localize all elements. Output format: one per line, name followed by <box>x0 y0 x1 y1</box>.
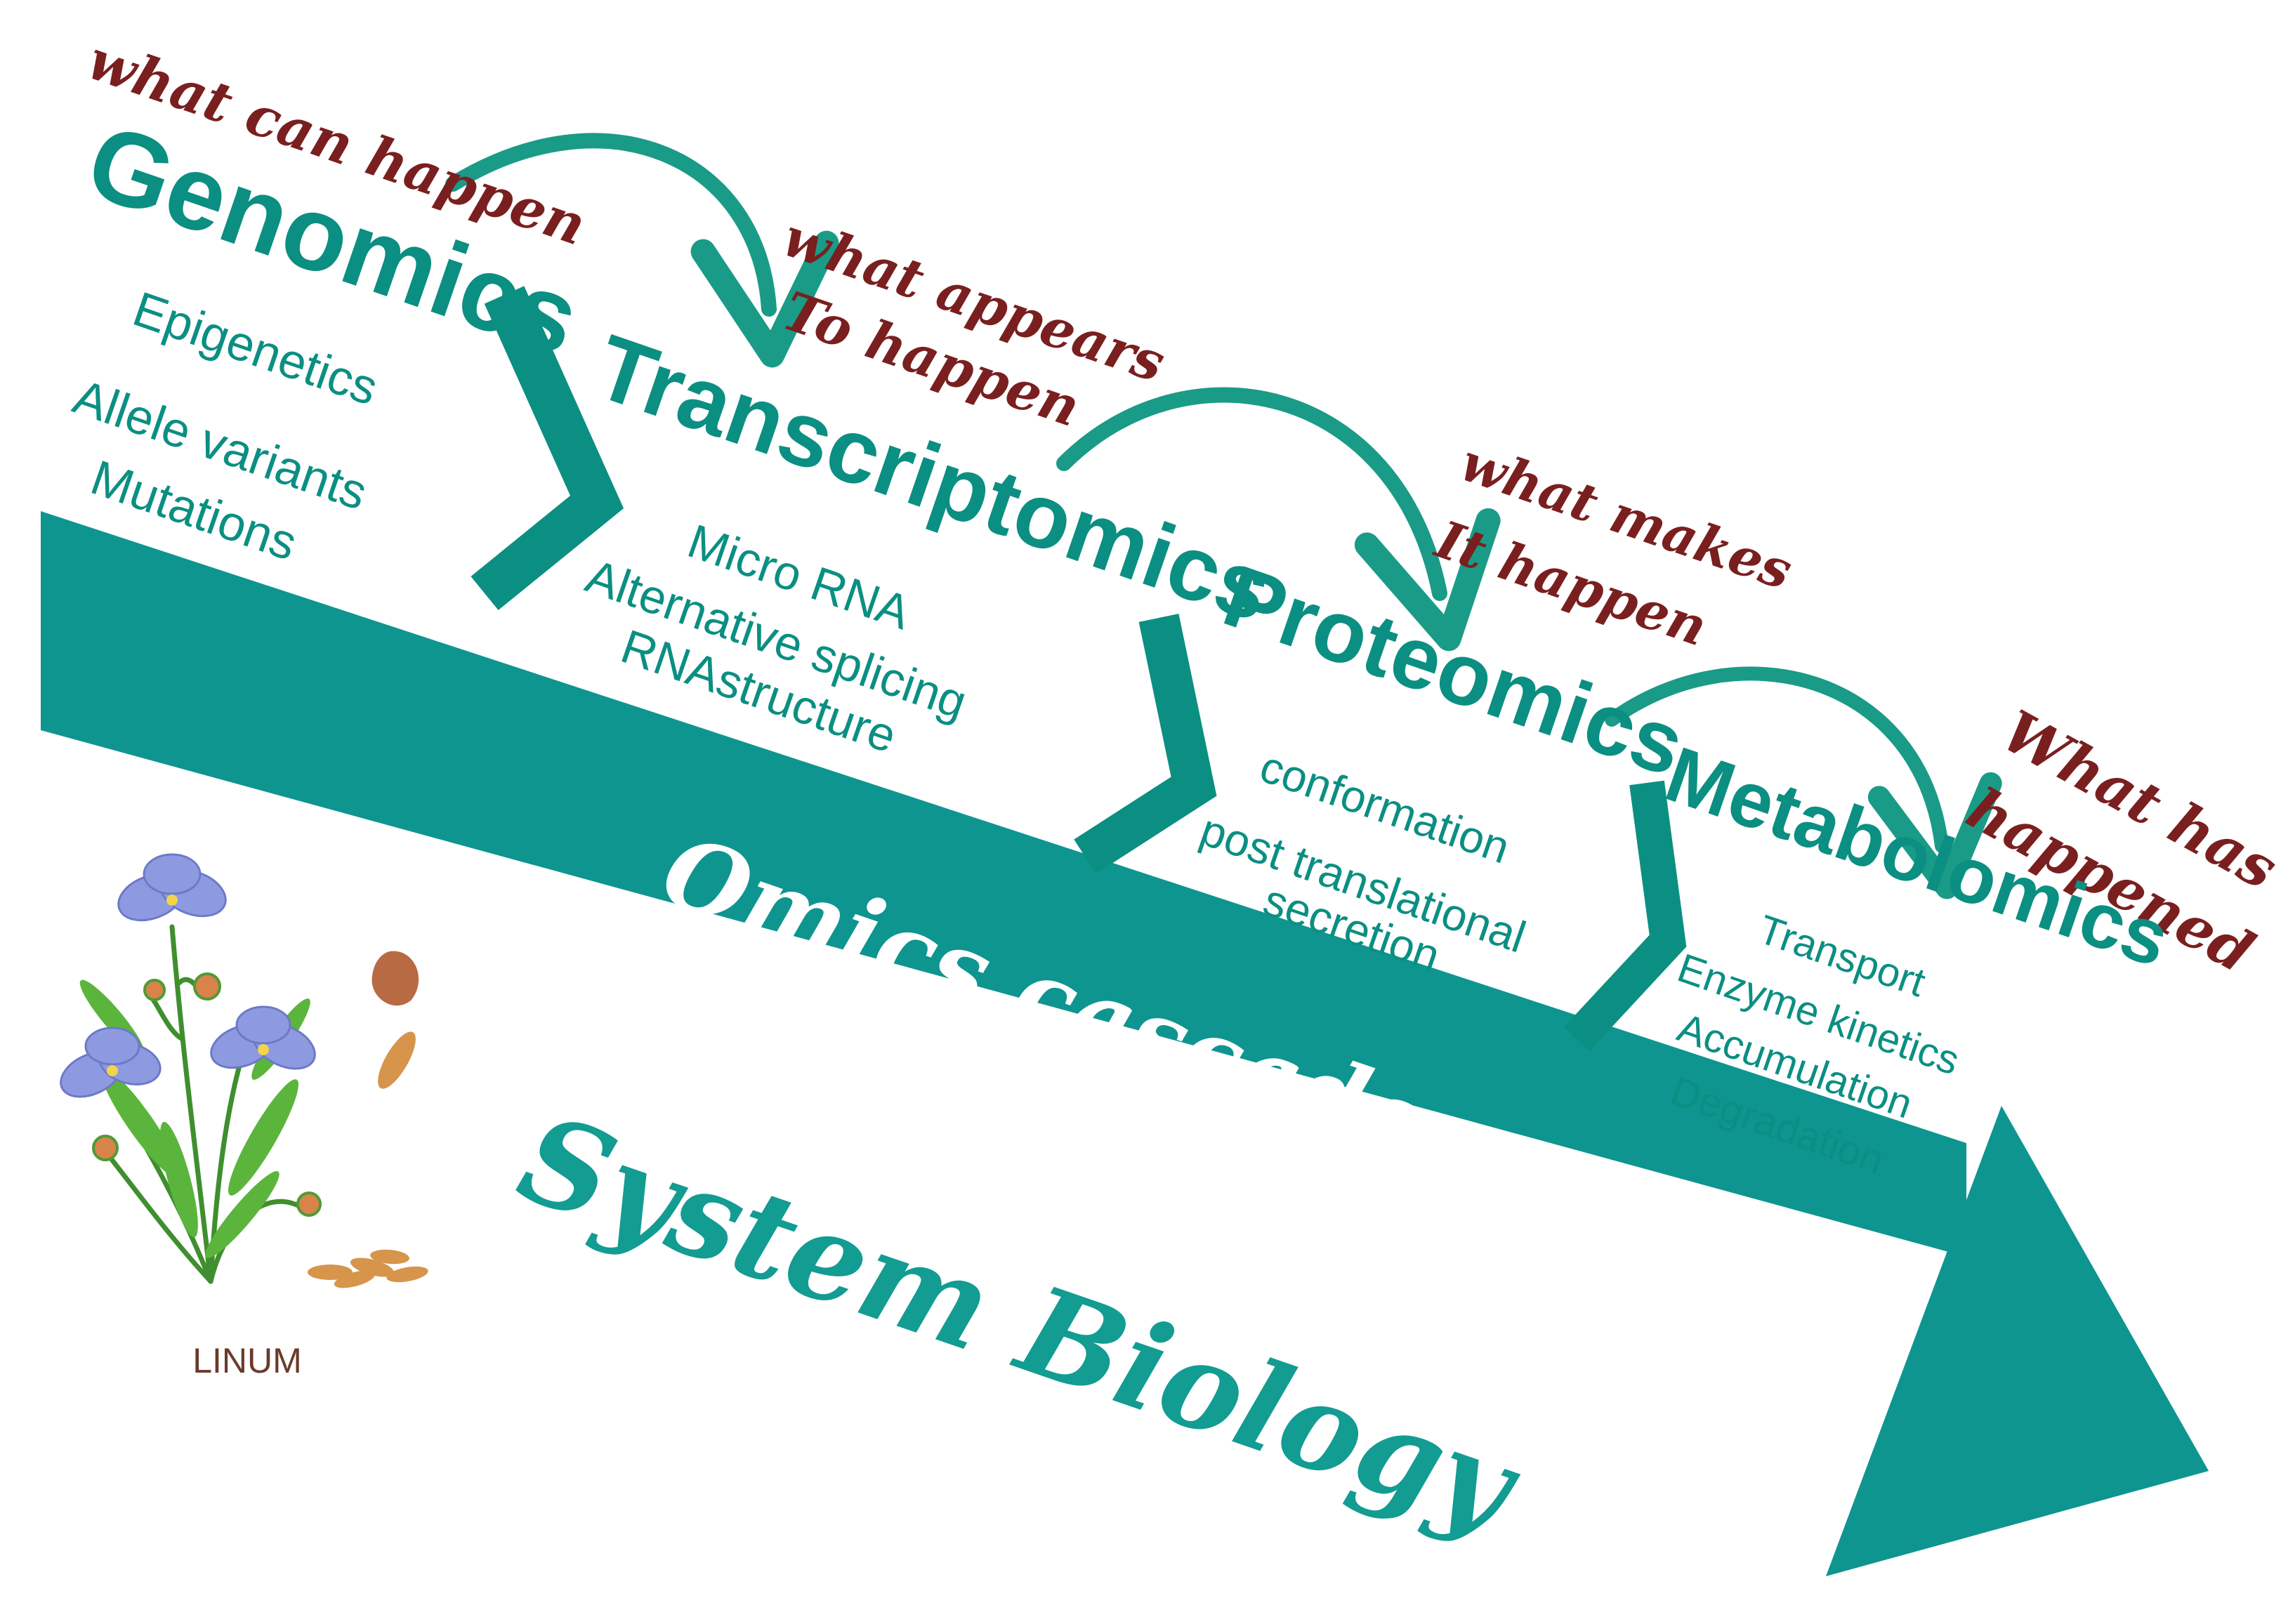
curved-arrow-3 <box>1605 666 2002 899</box>
cascade-arrowhead <box>1826 1106 2209 1576</box>
flax-seed-icon <box>308 951 428 1288</box>
curved-arrow-2 <box>1056 387 1501 652</box>
flax-flower-icon <box>60 853 322 1284</box>
curved-arrow-1 <box>445 133 839 368</box>
chevron-1 <box>471 286 624 611</box>
chevron-3 <box>1563 780 1687 1052</box>
chevron-2 <box>1074 614 1217 874</box>
cascade-band <box>41 511 1966 1257</box>
plant-label: LINUM <box>192 1341 302 1380</box>
